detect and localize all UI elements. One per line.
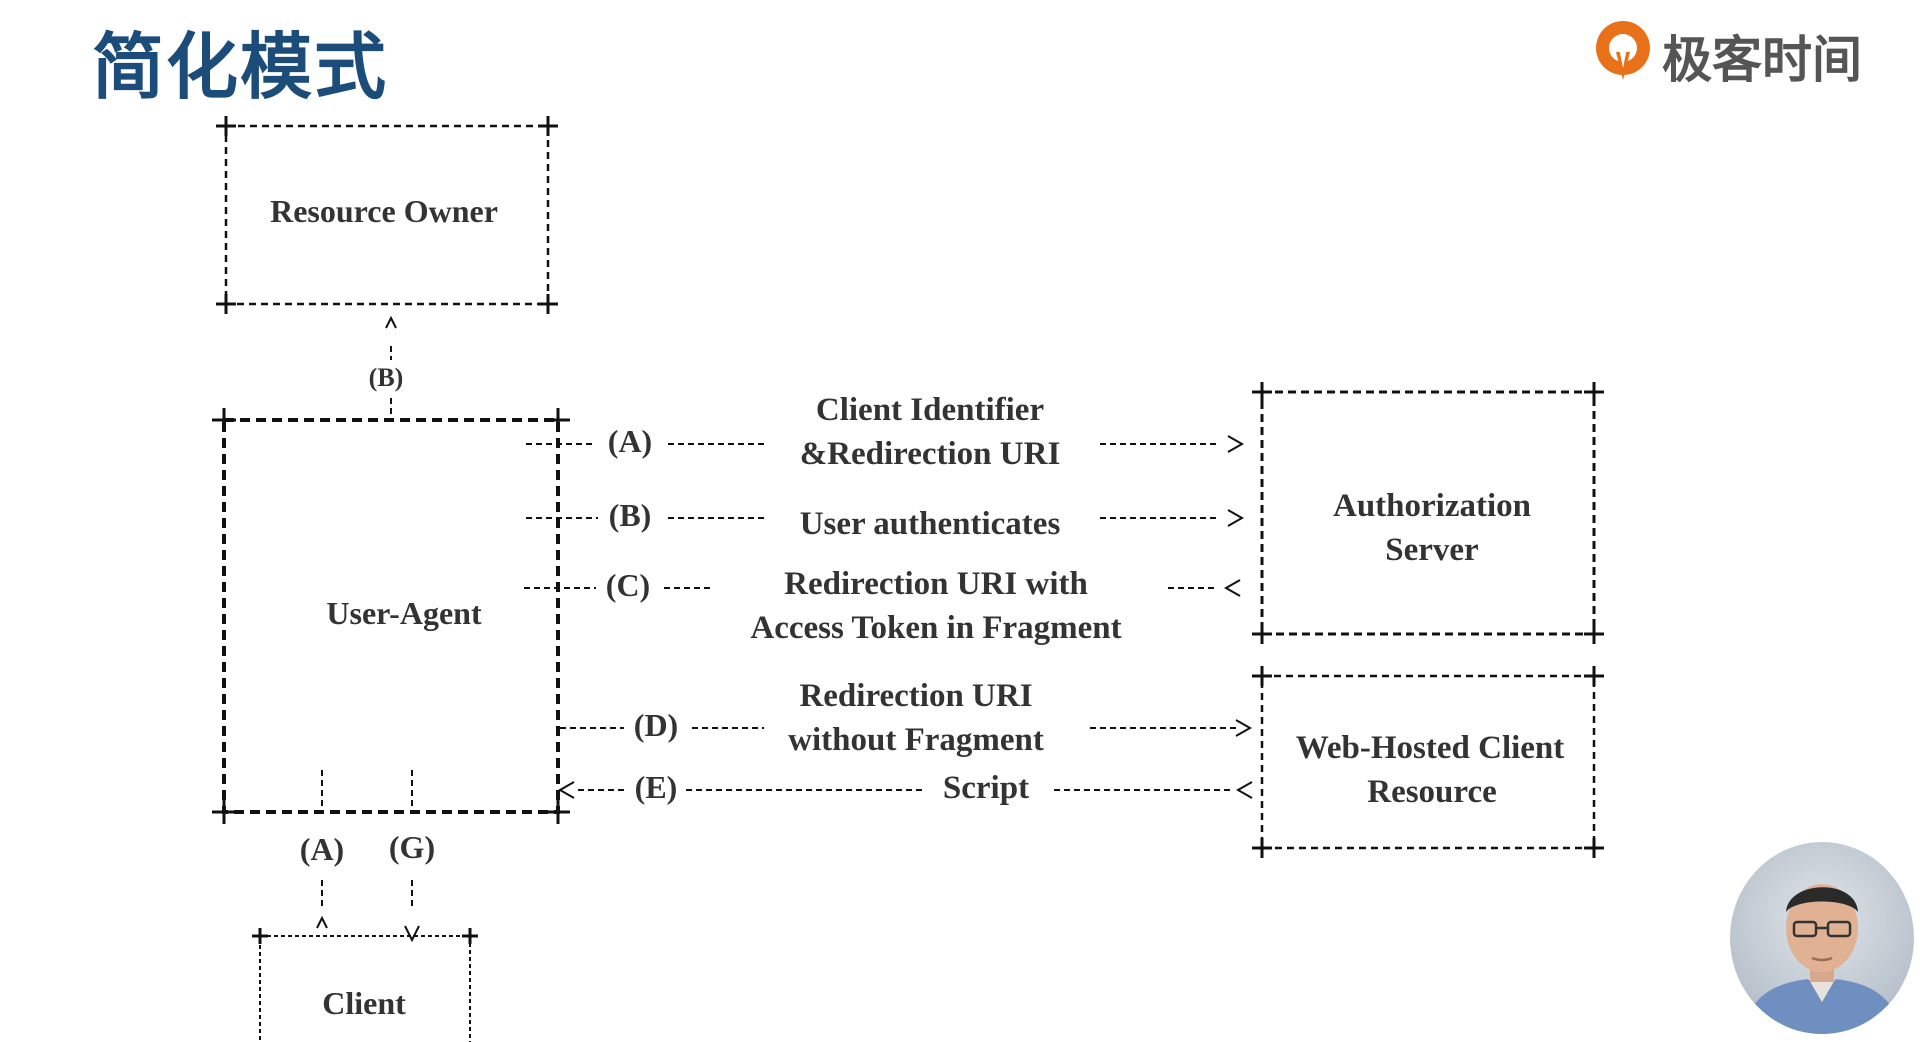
flow-a-text-line1: Client Identifier <box>816 392 1044 428</box>
web-hosted-label-line1: Web-Hosted Client <box>1296 730 1565 766</box>
flow-e-text: Script <box>943 770 1029 806</box>
authorization-server-label-line1: Authorization <box>1333 488 1531 524</box>
slide-title: 简化模式 <box>92 25 389 109</box>
user-agent-label: User-Agent <box>326 595 482 631</box>
flow-a-text-line2: &Redirection URI <box>800 436 1061 472</box>
corner-markers <box>212 116 1604 944</box>
client-a-arrow-up-icon <box>316 915 328 929</box>
client-flow-a-tag: (A) <box>300 831 344 867</box>
geektime-logo-icon <box>1596 21 1650 80</box>
flow-b-text: User authenticates <box>800 506 1061 542</box>
client-g-arrow-down-icon <box>404 925 420 943</box>
flow-c-arrow-left-icon <box>1223 579 1241 597</box>
flow-b-arrow-right-icon <box>1227 509 1245 527</box>
flow-c-tag: (C) <box>606 567 650 603</box>
client-label: Client <box>322 985 406 1021</box>
flow-lines <box>321 346 1240 908</box>
flow-b-tag: (B) <box>609 497 652 533</box>
authorization-server-label-line2: Server <box>1385 532 1478 568</box>
flow-d-arrow-right-icon <box>1235 719 1253 737</box>
flow-e-tag: (E) <box>635 769 678 805</box>
client-flow-g-tag: (G) <box>389 829 435 865</box>
brand-name: 极客时间 <box>1662 31 1862 89</box>
flow-c-text-line2: Access Token in Fragment <box>750 610 1121 646</box>
flow-d-text-line1: Redirection URI <box>799 678 1032 714</box>
authorization-server-box <box>1260 390 1596 636</box>
presenter-figure-icon <box>1742 884 1902 1034</box>
flow-d-text-line2: without Fragment <box>788 722 1044 758</box>
client-box <box>259 935 471 1042</box>
flow-a-arrow-right-icon <box>1227 435 1245 453</box>
resource-owner-box <box>224 124 550 306</box>
web-hosted-label-line2: Resource <box>1367 774 1497 810</box>
user-agent-box <box>222 418 560 814</box>
flow-c-text-line1: Redirection URI with <box>784 566 1088 602</box>
presenter-avatar-icon <box>1730 842 1914 1034</box>
arrow-heads <box>316 315 1253 943</box>
owner-flow-b-tag: (B) <box>369 363 404 392</box>
flow-a-tag: (A) <box>608 423 652 459</box>
flow-e-arrow-left-right-icon <box>1235 781 1253 799</box>
resource-owner-label: Resource Owner <box>270 193 498 229</box>
owner-b-arrow-up-icon <box>385 315 397 329</box>
flow-e-arrow-left-left-icon <box>557 781 575 799</box>
flow-d-tag: (D) <box>634 707 678 743</box>
